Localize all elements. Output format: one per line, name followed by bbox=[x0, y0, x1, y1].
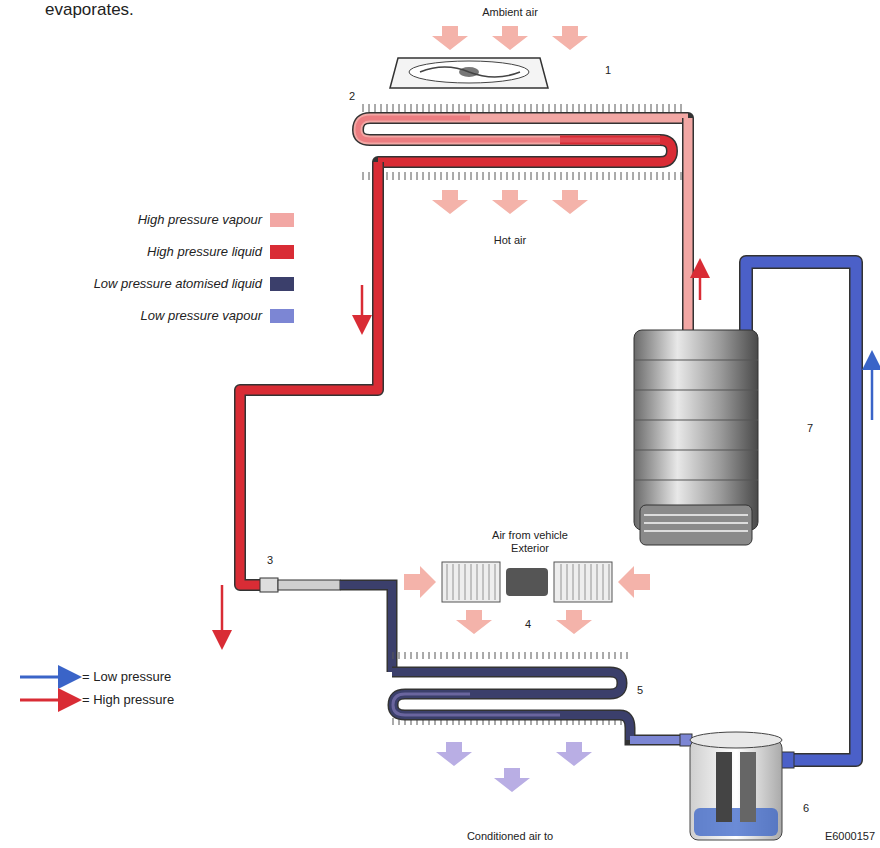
legend-text: High pressure vapour bbox=[138, 213, 262, 228]
callout-number: 6 bbox=[803, 802, 809, 815]
air-label: Ambient air bbox=[482, 6, 538, 19]
discharge-line bbox=[688, 118, 700, 330]
callout-number: 5 bbox=[637, 684, 643, 697]
blower bbox=[442, 562, 612, 602]
air-arrows bbox=[436, 742, 592, 792]
air-arrows bbox=[404, 566, 650, 634]
suction-line bbox=[746, 262, 872, 760]
accumulator bbox=[680, 732, 794, 840]
intro-text: evaporates. bbox=[45, 0, 134, 20]
legend-text: Low pressure vapour bbox=[141, 309, 262, 324]
callout-number: 1 bbox=[605, 64, 611, 77]
air-arrows bbox=[432, 26, 588, 50]
legend-swatch bbox=[270, 277, 294, 291]
legend-text: = High pressure bbox=[82, 693, 174, 708]
legend-swatch bbox=[270, 245, 294, 259]
condenser bbox=[358, 104, 688, 180]
compressor bbox=[634, 330, 758, 545]
callout-number: 2 bbox=[349, 90, 355, 103]
legend-swatch bbox=[270, 213, 294, 227]
legend-text: = Low pressure bbox=[82, 670, 171, 685]
liquid-line bbox=[222, 162, 378, 640]
legend-text: High pressure liquid bbox=[147, 245, 262, 260]
callout-number: 7 bbox=[807, 422, 813, 435]
figure-code: E6000157 bbox=[825, 830, 875, 843]
legend-arrows bbox=[20, 677, 70, 700]
legend-swatch bbox=[270, 309, 294, 323]
expansion-tube bbox=[260, 578, 392, 672]
air-label: Hot air bbox=[494, 234, 526, 247]
evaporator bbox=[392, 652, 680, 740]
air-label: Air from vehicle Exterior bbox=[480, 529, 580, 554]
callout-number: 3 bbox=[267, 554, 273, 567]
air-arrows bbox=[432, 190, 588, 214]
air-label: Conditioned air to bbox=[467, 830, 553, 843]
legend-text: Low pressure atomised liquid bbox=[94, 277, 262, 292]
callout-number: 4 bbox=[525, 618, 531, 631]
fan bbox=[390, 58, 548, 88]
